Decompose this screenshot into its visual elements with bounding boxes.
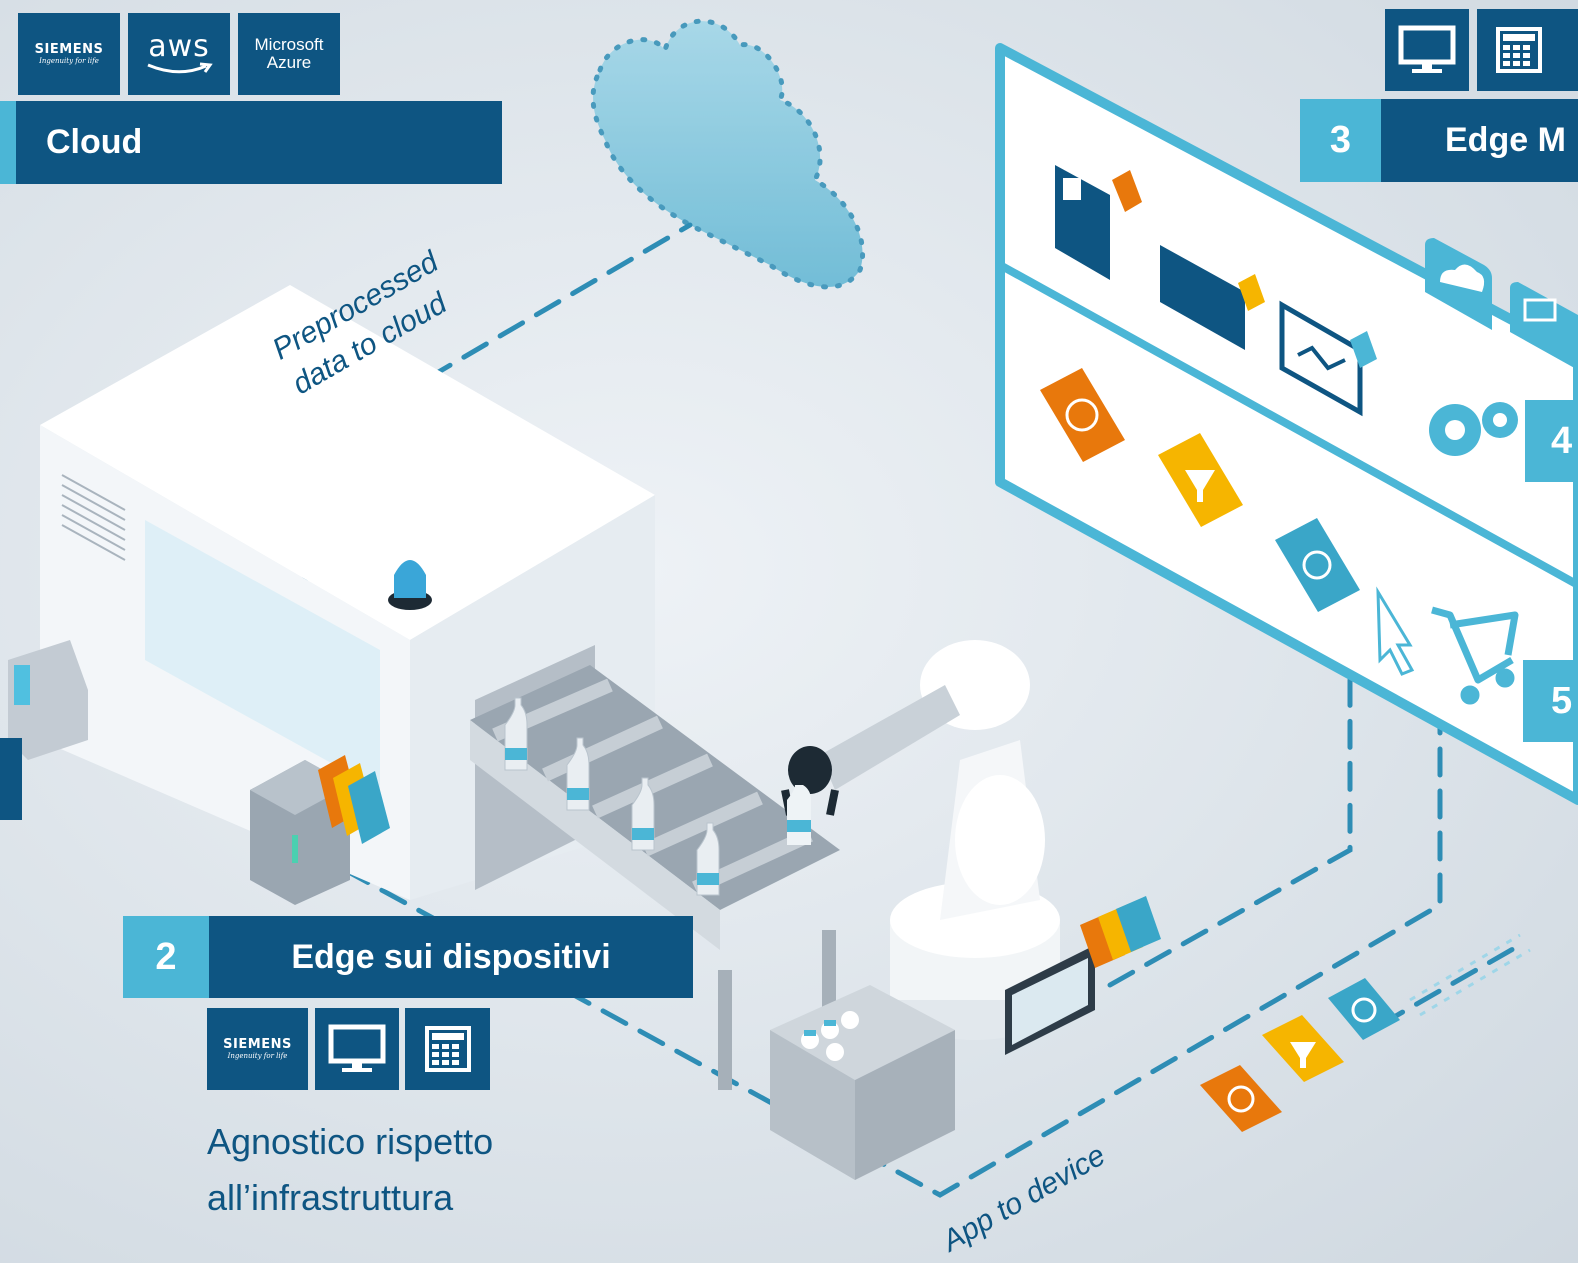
monitor-tile-small [315, 1008, 399, 1090]
cloud-icon [590, 18, 866, 290]
signal-lamp-icon [388, 560, 432, 610]
monitor-icon [1398, 25, 1456, 73]
monitor-icon-small [328, 1024, 386, 1072]
aws-logo: aws [128, 13, 230, 95]
laptop-tab-icon [1510, 282, 1578, 370]
cloud-tab-icon [1425, 238, 1492, 330]
edge-device-box-icon [250, 755, 390, 905]
description-line1: Agnostico rispetto [207, 1121, 494, 1162]
azure-line1: Microsoft [254, 35, 324, 54]
hmi-panel-icon [1005, 896, 1161, 1055]
calculator-tile-small [405, 1008, 490, 1090]
hidden-section-bar [0, 738, 22, 820]
siemens-wordmark-small: SIEMENS [223, 1036, 292, 1052]
cursor-icon [1376, 586, 1415, 676]
device-icons [1055, 165, 1377, 417]
bottle-icons [504, 697, 720, 896]
app-icons [1040, 368, 1360, 612]
infrastructure-description: Agnostico rispetto all’infrastruttura [207, 1114, 493, 1226]
cloud-accent-strip [0, 101, 16, 184]
edge-management-board [995, 43, 1578, 805]
aws-smile-icon [147, 62, 213, 74]
calculator-tile [1477, 9, 1578, 91]
siemens-logo-small: SIEMENS Ingenuity for life [207, 1008, 308, 1090]
control-cabinet-icon [8, 640, 88, 760]
edge-management-number: 3 [1300, 99, 1381, 182]
app-to-device-text: App to device [935, 1139, 1111, 1259]
gear-icons [1429, 402, 1518, 456]
bottle-crate-icon [770, 985, 955, 1180]
edge-devices-title: Edge sui dispositivi [209, 916, 693, 998]
azure-line2: Azure [266, 53, 312, 72]
siemens-tagline-small: Ingenuity for life [227, 1051, 288, 1060]
calculator-grid-icon-small [424, 1026, 471, 1072]
deploying-app-icons [1200, 933, 1531, 1132]
aws-wordmark: aws [148, 29, 210, 64]
azure-logo: Microsoft Azure [238, 13, 340, 95]
edge-management-title: Edge M [1381, 99, 1578, 182]
shopping-cart-icon [1431, 606, 1519, 705]
app-to-device-label: App to device [935, 1139, 1111, 1259]
calculator-grid-icon [1496, 27, 1542, 73]
description-line2: all’infrastruttura [207, 1177, 454, 1218]
siemens-logo: SIEMENS Ingenuity for life [18, 13, 120, 95]
cloud-section-title: Cloud [16, 101, 502, 184]
edge-devices-number: 2 [123, 916, 209, 998]
siemens-tagline: Ingenuity for life [39, 56, 99, 65]
conveyor-belt [470, 665, 840, 1090]
siemens-wordmark: SIEMENS [34, 41, 104, 57]
step-5-number: 5 [1523, 660, 1578, 742]
monitor-tile [1385, 9, 1469, 91]
step-4-number: 4 [1525, 400, 1578, 482]
